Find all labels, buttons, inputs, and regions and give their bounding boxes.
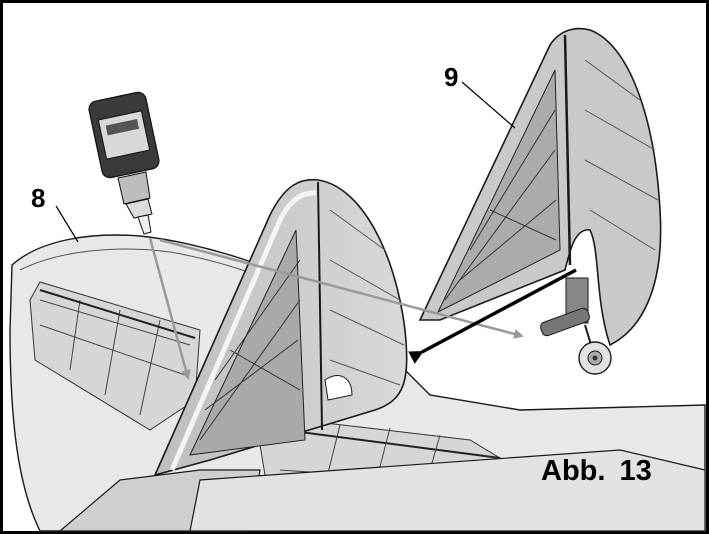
- glue-arrow-hinge: [159, 238, 524, 339]
- glue-arrow-fin: [148, 237, 191, 380]
- glue-bottle-icon: [88, 91, 160, 235]
- rudder-part: [418, 27, 662, 375]
- leader-line-9: [461, 81, 516, 129]
- callout-part-9: 9: [444, 62, 459, 92]
- vertical-fin-installed: [153, 178, 408, 477]
- leader-line-8: [55, 205, 79, 243]
- figure-caption: Abb. 13: [541, 455, 652, 487]
- callout-part-8: 8: [31, 183, 46, 213]
- assembly-arrow: [408, 268, 577, 364]
